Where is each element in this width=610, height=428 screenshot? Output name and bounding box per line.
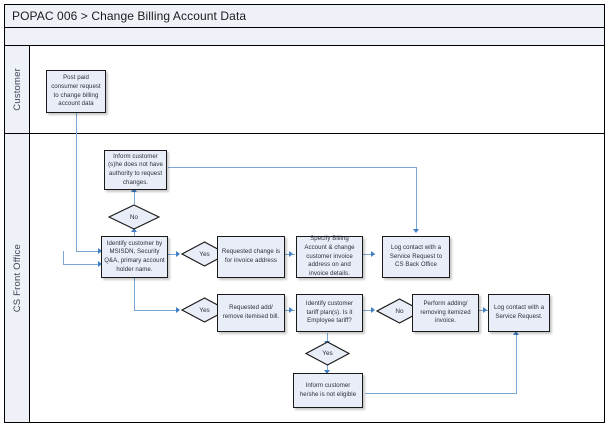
connector-yes3-to-not-eligible xyxy=(327,362,329,373)
node-perform-itemized-invoices-label: Perform adding/ removing itemized invoic… xyxy=(420,300,471,325)
lane-label-cs-front-office: CS Front Office xyxy=(5,134,29,422)
connector-request-to-identify xyxy=(76,251,100,253)
arrowhead-to-log-sr-bottom xyxy=(513,331,519,335)
diamond-shape-icon xyxy=(108,204,160,230)
connector-right-up-to-log-sr xyxy=(516,335,518,394)
connector-identify-down-row2 xyxy=(134,277,136,311)
lane-label-customer: Customer xyxy=(5,46,29,133)
connector-to-yes2 xyxy=(134,310,179,312)
node-identify-customer[interactable]: Identify customer by MSISDN, Security Q&… xyxy=(101,236,168,278)
page-title: POPAC 006 > Change Billing Account Data xyxy=(12,9,247,23)
node-requested-itemised-bill-label: Requested add/ remove itemised bill. xyxy=(222,304,280,320)
connector-specify-to-log xyxy=(363,254,375,256)
lane-divider-1 xyxy=(5,133,604,134)
decision-invoice-yes-label: Yes xyxy=(199,250,210,258)
arrowhead-identify-left-entry xyxy=(98,261,102,267)
lane-body-divider-rule xyxy=(29,46,30,422)
diagram-title-bar: POPAC 006 > Change Billing Account Data xyxy=(5,5,604,28)
node-identify-customer-label: Identify customer by MSISDN, Security Q&… xyxy=(104,239,165,273)
decision-authority-no-label: No xyxy=(129,213,139,221)
node-inform-no-authority-label: Inform customer (s)he does not have auth… xyxy=(108,152,163,186)
decision-tariff-yes[interactable]: Yes xyxy=(305,341,350,366)
node-requested-itemised-bill[interactable]: Requested add/ remove itemised bill. xyxy=(217,294,285,332)
diamond-shape-icon xyxy=(305,341,350,366)
decision-itemised-yes-label: Yes xyxy=(199,306,210,314)
node-identify-tariff-plan[interactable]: Identify customer tariff plan(s). Is it … xyxy=(296,294,363,332)
arrowhead-to-no-decision xyxy=(131,228,137,232)
node-specify-billing-account[interactable]: Specify Billing Account & change custome… xyxy=(296,235,363,278)
node-specify-billing-account-label: Specify Billing Account & change custome… xyxy=(304,235,355,277)
arrowhead-to-inform-not-eligible xyxy=(324,370,330,374)
node-log-contact-back-office[interactable]: Log contact with a Service Request to CS… xyxy=(382,236,450,278)
arrowhead-to-identify-customer xyxy=(98,248,102,254)
arrowhead-to-specify-billing xyxy=(289,251,293,257)
arrowhead-to-log-back-office xyxy=(413,229,419,233)
node-log-contact-service-request[interactable]: Log contact with a Service Request. xyxy=(488,294,550,332)
connector-identify-to-yes1 xyxy=(168,254,179,256)
arrowhead-to-log-back-office-left xyxy=(371,251,375,257)
node-identify-tariff-plan-label: Identify customer tariff plan(s). Is it … xyxy=(305,300,354,325)
node-log-contact-service-request-label: Log contact with a Service Request. xyxy=(493,304,545,320)
connector-tariff-down-to-yes3 xyxy=(327,333,329,344)
node-inform-not-eligible[interactable]: Inform customer he/she is not eligible xyxy=(293,373,363,408)
connector-tariff-to-no xyxy=(363,310,374,312)
connector-request-down xyxy=(76,113,78,252)
connector-bus-drop xyxy=(63,251,65,265)
arrowhead-to-yes-decision-2 xyxy=(176,307,180,313)
arrowhead-to-identify-tariff xyxy=(289,307,293,313)
node-inform-no-authority[interactable]: Inform customer (s)he does not have auth… xyxy=(104,150,167,190)
node-requested-change-invoice-address-label: Requested change is for invoice address xyxy=(221,248,281,264)
arrowhead-to-no-decision-tariff xyxy=(371,307,375,313)
node-inform-not-eligible-label: Inform customer he/she is not eligible xyxy=(299,381,357,398)
arrowhead-to-yes-decision-1 xyxy=(176,251,180,257)
connector-bus-to-identify-left xyxy=(63,264,100,266)
arrowhead-to-log-service-request xyxy=(483,307,487,313)
node-post-paid-request[interactable]: Post paid consumer request to change bil… xyxy=(46,70,106,113)
title-sub-band xyxy=(5,28,604,46)
node-requested-change-invoice-address[interactable]: Requested change is for invoice address xyxy=(217,236,285,278)
node-log-contact-back-office-label: Log contact with a Service Request to CS… xyxy=(389,244,443,269)
node-perform-itemized-invoices[interactable]: Perform adding/ removing itemized invoic… xyxy=(412,294,479,332)
connector-not-eligible-right xyxy=(365,393,517,395)
decision-tariff-yes-label: Yes xyxy=(322,350,333,357)
decision-tariff-no-label: No xyxy=(395,307,404,315)
connector-right-down-to-log xyxy=(416,167,418,232)
connector-inform-to-right xyxy=(168,167,417,169)
arrowhead-to-inform-no-authority xyxy=(131,188,137,192)
connector-no-to-inform xyxy=(134,191,136,204)
node-post-paid-request-label: Post paid consumer request to change bil… xyxy=(51,74,101,108)
decision-authority-no[interactable]: No xyxy=(108,204,160,230)
